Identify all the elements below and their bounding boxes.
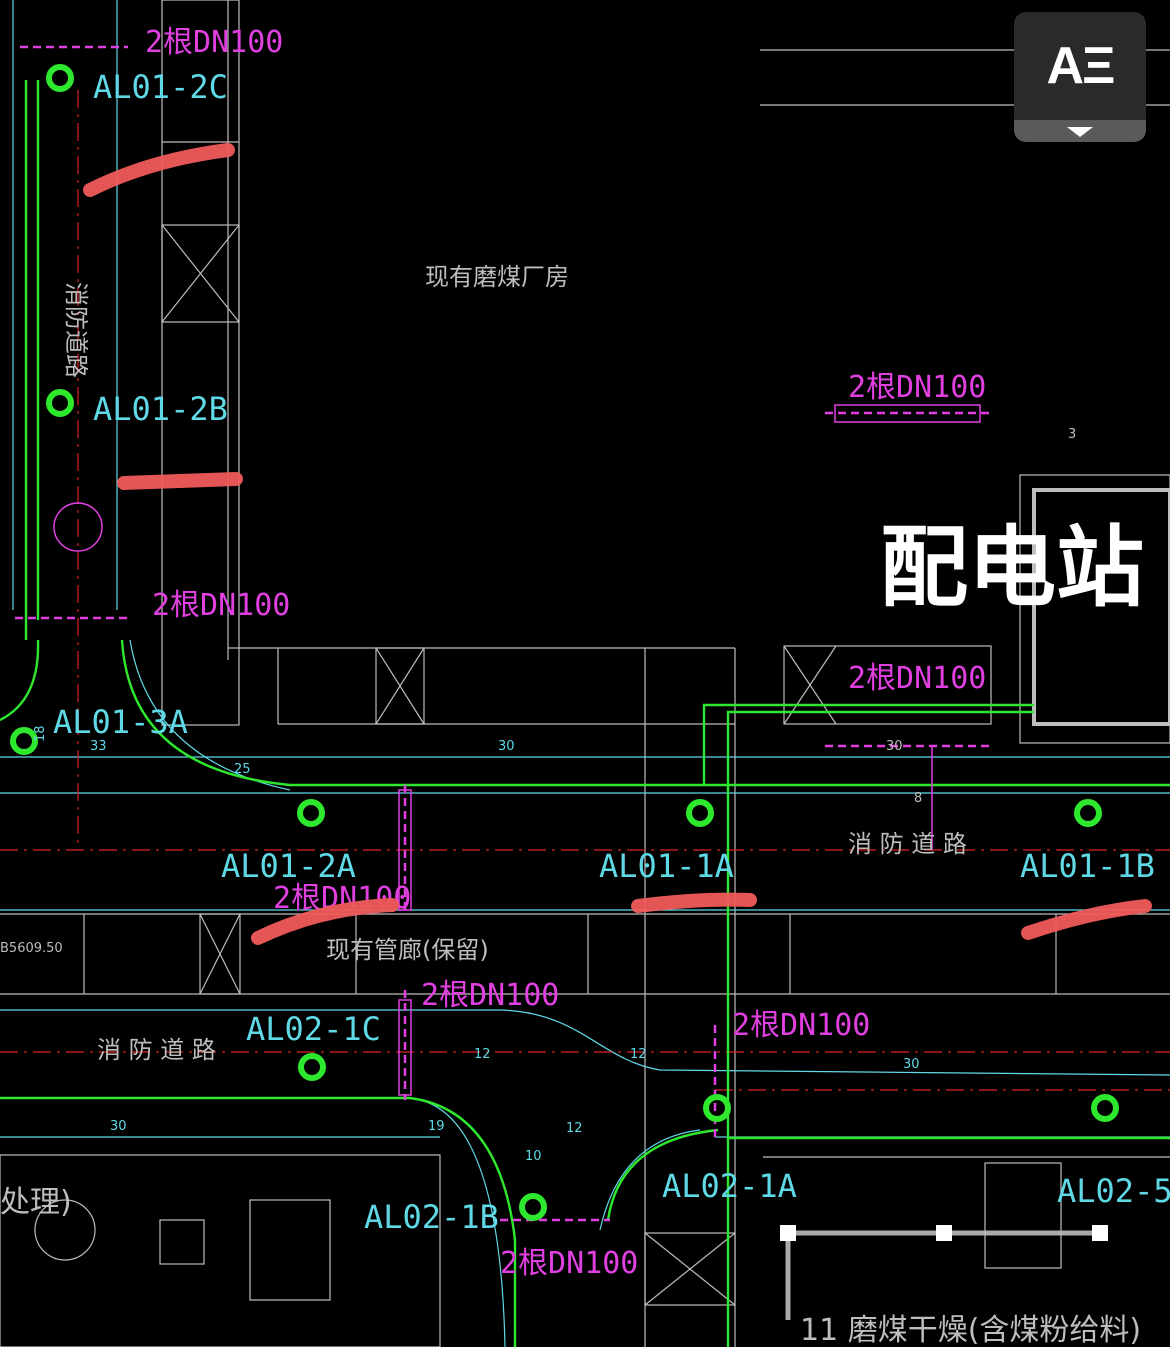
dimension-text: 30: [498, 739, 515, 754]
dimension-text: 12: [566, 1121, 583, 1136]
dimension-text: 3: [1068, 427, 1076, 442]
hydrant-label: AL02-5A: [1057, 1172, 1170, 1210]
hydrant-icon: [703, 1094, 731, 1122]
dimension-text: 30: [886, 739, 903, 754]
accessibility-button[interactable]: AΞ: [1014, 12, 1146, 142]
hydrant-icon: [46, 64, 74, 92]
dimension-text: 18: [33, 725, 48, 742]
hydrant-label: AL01-2A: [221, 847, 356, 885]
hydrant-symbols: [10, 64, 1119, 1221]
dimensions: 33 30 25 18 30 8 3 12 12 12 10 19 30 30: [33, 427, 1076, 1164]
hydrant-icon: [46, 389, 74, 417]
pipe-label: 2根DN100: [500, 1246, 638, 1281]
chevron-down-icon: [1067, 127, 1093, 137]
pipe-label: 2根DN100: [732, 1008, 870, 1043]
dimension-text: 8: [914, 791, 922, 806]
workshop-label: 11 磨煤干燥(含煤粉给料): [800, 1313, 1141, 1347]
hydrant-icon: [1074, 799, 1102, 827]
dimension-text: 25: [234, 762, 251, 777]
hydrant-icon: [10, 727, 38, 755]
pipe-markers: [15, 45, 990, 1222]
dropdown-bar[interactable]: [1014, 120, 1146, 142]
dimension-text: 12: [474, 1047, 491, 1062]
hydrant-icon: [1091, 1094, 1119, 1122]
dimension-text: 12: [630, 1047, 647, 1062]
highlight-marks: [83, 143, 1152, 945]
hydrant-label: AL02-1A: [662, 1167, 797, 1205]
substation-label: 配电站: [880, 516, 1144, 619]
dimension-text: 10: [525, 1149, 542, 1164]
dimension-text: 30: [903, 1057, 920, 1072]
building-label: 现有磨煤厂房: [425, 263, 569, 291]
fire-road-label: 消 防 道 路: [97, 1036, 216, 1064]
pipe-labels: 2根DN100 2根DN100 2根DN100 2根DN100 2根DN100 …: [145, 25, 986, 1281]
hydrant-icon: [298, 1053, 326, 1081]
partial-label: 处理): [0, 1185, 72, 1220]
pipe-label: 2根DN100: [848, 661, 986, 696]
dimension-text: 19: [428, 1119, 445, 1134]
fire-water-pipes: [0, 80, 1170, 1347]
hydrant-label: AL02-1B: [364, 1198, 499, 1236]
pipe-label: 2根DN100: [145, 25, 283, 60]
dimension-text: 30: [110, 1119, 127, 1134]
area-texts: 现有磨煤厂房 现有管廊(保留) 消 防 道 路 消 防 道 路 消防道路 11 …: [0, 263, 1144, 1347]
hydrant-labels: AL01-2C AL01-2B AL01-3A AL01-2A AL01-1A …: [53, 68, 1170, 1236]
centerlines: [0, 90, 1170, 1091]
dimension-text: 33: [90, 739, 107, 754]
fire-road-vertical-label: 消防道路: [62, 282, 90, 378]
hydrant-label: AL01-1A: [599, 847, 734, 885]
hydrant-icon: [519, 1193, 547, 1221]
hydrant-label: AL01-2B: [93, 390, 228, 428]
pipe-gallery-label: 现有管廊(保留): [326, 936, 489, 964]
hydrant-label: AL01-3A: [53, 703, 188, 741]
hydrant-icon: [686, 799, 714, 827]
hydrant-label: AL02-1C: [246, 1010, 381, 1048]
hydrant-label: AL01-2C: [93, 68, 228, 106]
pipe-label: 2根DN100: [421, 978, 559, 1013]
pipe-label: 2根DN100: [848, 370, 986, 405]
hydrant-icon: [297, 799, 325, 827]
accessibility-button-label: AΞ: [1046, 37, 1115, 95]
pipe-label: 2根DN100: [152, 588, 290, 623]
hydrant-label: AL01-1B: [1020, 847, 1155, 885]
fire-road-label: 消 防 道 路: [848, 830, 967, 858]
elevation-label: B5609.50: [0, 941, 63, 956]
